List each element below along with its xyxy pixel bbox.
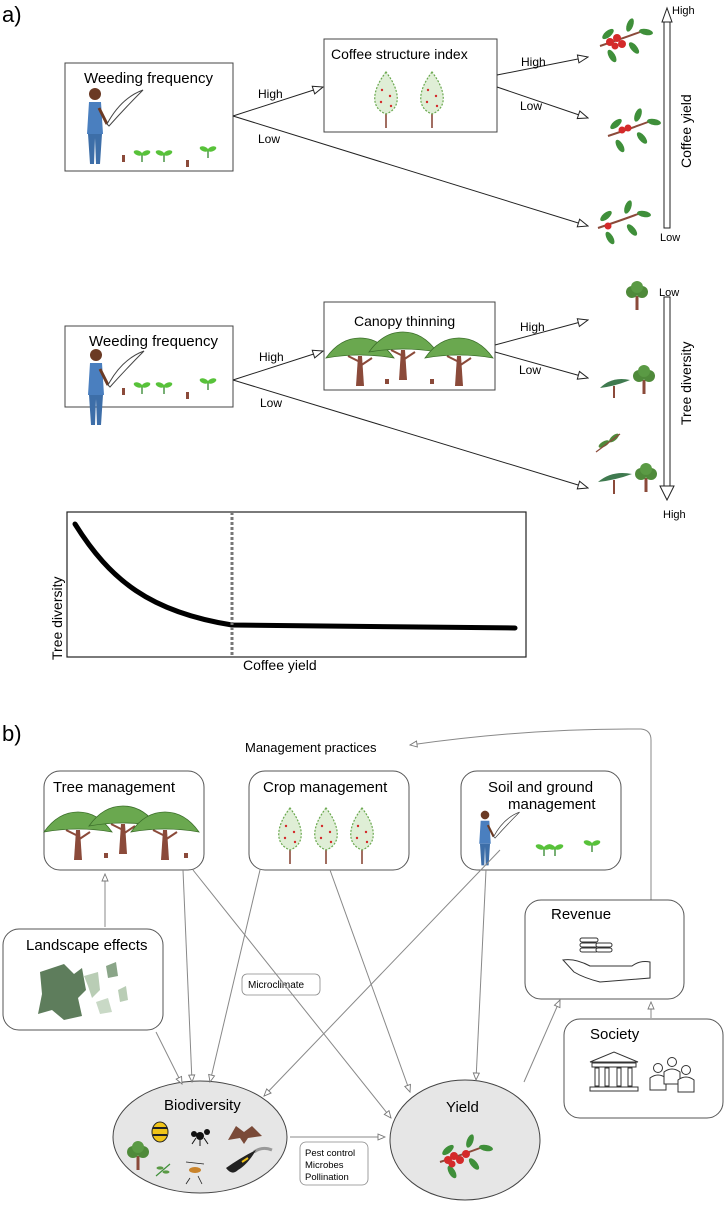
connector-arrows [155,849,560,1118]
coffee-yield-axis-title: Coffee yield [678,94,694,168]
yield-node: Yield [389,1079,541,1201]
stump-icon [186,160,189,167]
stump-icon [186,392,189,399]
soil-management-title-line1: Soil and ground [488,779,593,796]
coins-icon [579,937,613,953]
tree-diversity-high-icon [595,433,657,494]
tradeoff-curve [72,521,518,631]
stump-icon [122,155,125,162]
stump-icon [122,388,125,395]
landscape-effects-title: Landscape effects [26,937,147,954]
structure-low-label: Low [520,99,542,113]
revenue-title: Revenue [551,906,611,923]
row1-weeding-box: Weeding frequency [64,62,234,172]
service-microbes: Microbes [305,1160,344,1171]
biodiversity-title: Biodiversity [164,1097,241,1114]
biodiversity-node: Biodiversity [112,1080,288,1194]
coffee-yield-axis: Coffee yield High Low [660,5,695,244]
panel-b-label: b) [2,721,22,746]
canopy-thinning-title: Canopy thinning [354,313,455,329]
coffee-branch-high-icon [599,16,655,65]
tree-diversity-axis-title: Tree diversity [678,341,694,425]
row2-low-label: Low [260,396,282,410]
coffee-branch-medium-icon [607,106,663,155]
soil-management-title-line2: management [508,796,596,813]
people-icon [649,1057,695,1093]
structure-high-label: High [521,55,546,69]
bee-icon [151,1121,169,1143]
tree-diversity-low-icon [626,281,648,310]
stump-icon [184,853,188,858]
microclimate-label: Microclimate [248,980,305,991]
tree-diversity-axis: Tree diversity Low High [659,287,694,521]
landscape-patch [38,964,86,1020]
institution-icon [589,1051,639,1092]
soil-management-box: Soil and ground management [460,770,622,871]
coffee-yield-axis-low: Low [660,232,680,244]
revenue-box: Revenue [524,899,685,1000]
society-box: Society [563,1018,724,1119]
service-pest-control: Pest control [305,1148,355,1159]
row2-high-label: High [259,350,284,364]
coffee-branch-low-icon [597,198,653,247]
management-practices-label: Management practices [245,740,377,755]
service-pollination: Pollination [305,1172,349,1183]
stump-icon [430,379,434,384]
plot-xlabel: Coffee yield [243,657,317,673]
crop-management-title: Crop management [263,779,388,796]
coffee-branch-icon [439,1132,495,1181]
hand-icon [562,959,651,983]
society-title: Society [590,1026,640,1043]
stump-icon [104,853,108,858]
row1-low-label: Low [258,132,280,146]
wasp-icon [185,1161,205,1185]
crop-management-box: Crop management [248,770,410,871]
services-box: Pest control Microbes Pollination [299,1141,369,1186]
tree-diversity-axis-high: High [663,509,686,521]
canopy-high-label: High [520,320,545,334]
landscape-effects-box: Landscape effects [2,928,164,1031]
canopy-thinning-box: Canopy thinning [323,301,496,391]
bat-icon [228,1126,262,1144]
bird-icon [226,1150,256,1173]
tree-diversity-medium-icon [600,365,655,398]
tree-management-box: Tree management [43,770,205,871]
stump-icon [385,379,389,384]
yield-title: Yield [446,1099,479,1116]
coffee-structure-box: Coffee structure index [323,38,498,133]
row1-high-label: High [258,87,283,101]
microclimate-box: Microclimate [241,973,321,996]
tree-management-title: Tree management [53,779,176,796]
plot-ylabel: Tree diversity [49,576,65,660]
panel-a-label: a) [2,2,22,27]
tree-diversity-axis-low: Low [659,287,679,299]
ant-icon [191,1129,210,1146]
coffee-structure-title: Coffee structure index [331,46,468,62]
row2-weeding-box: Weeding frequency [64,325,234,427]
twig-icon [155,1163,171,1177]
row2-weeding-title: Weeding frequency [89,333,218,350]
canopy-low-label: Low [519,363,541,377]
coffee-yield-axis-high: High [672,5,695,17]
tradeoff-plot: Coffee yield Tree diversity [49,511,527,673]
row1-weeding-title: Weeding frequency [84,70,213,87]
